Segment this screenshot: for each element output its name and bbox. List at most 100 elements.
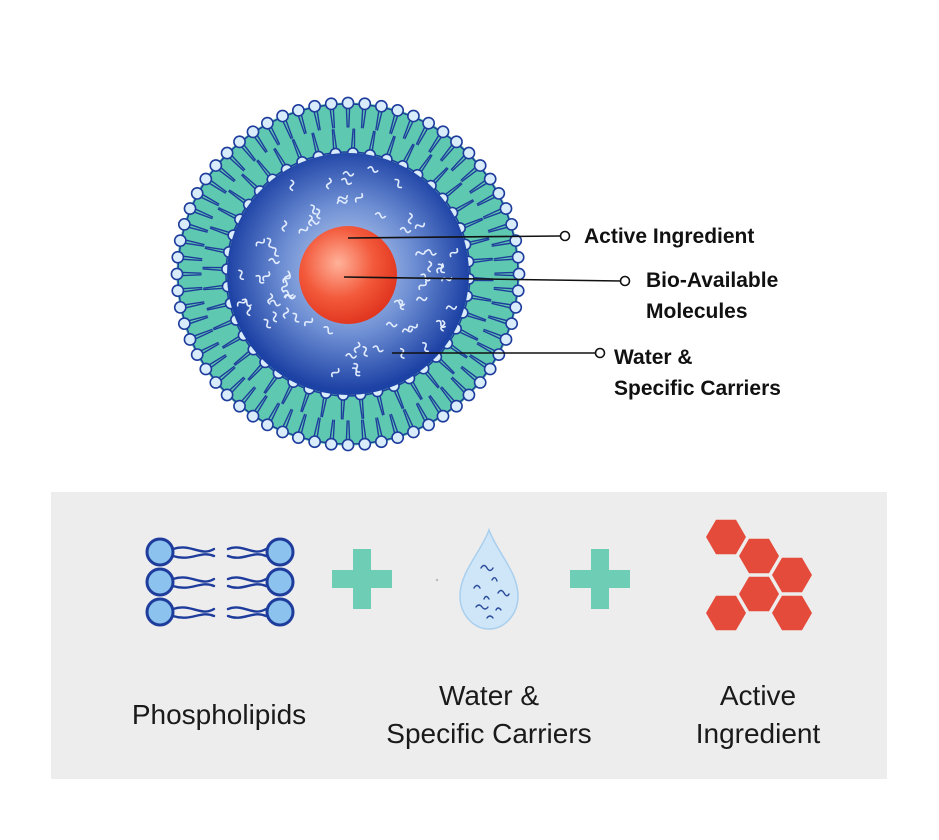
- legend-panel: Phospholipids Water & Specific Carriers …: [51, 492, 887, 779]
- phospholipid-head: [246, 409, 260, 423]
- phospholipid-head: [473, 159, 487, 172]
- phospholipid-head: [324, 437, 338, 451]
- legend-phospholipids-text: Phospholipids: [131, 699, 307, 730]
- legend-icons: [145, 519, 812, 631]
- phospholipid-head: [233, 399, 246, 413]
- phospholipid-head: [291, 103, 305, 117]
- phospholipid-head: [308, 99, 322, 113]
- legend-label-phospholipids: Phospholipids: [119, 696, 319, 734]
- membrane-tails: [181, 107, 515, 441]
- phospholipid-head: [265, 537, 295, 567]
- phospholipid-head: [473, 376, 487, 389]
- phospholipid-head: [492, 348, 506, 362]
- phospholipid-head: [260, 418, 274, 432]
- phospholipid-head: [246, 125, 260, 139]
- phospholipid-head: [509, 234, 523, 248]
- phospholipid-head: [505, 217, 519, 231]
- phospholipid-head: [499, 202, 513, 215]
- phospholipid-head: [276, 425, 289, 439]
- callout-lines: [343, 235, 622, 354]
- phospholipid-head: [209, 376, 223, 389]
- phospholipid-head: [505, 317, 519, 331]
- phospholipid-head: [220, 388, 234, 402]
- liposome-diagram: [170, 96, 631, 452]
- hexagon: [706, 519, 746, 555]
- callout-line-active: [347, 235, 561, 239]
- legend-label-water: Water & Specific Carriers: [354, 677, 624, 753]
- phospholipid-head: [199, 362, 213, 376]
- phospholipid-head: [422, 418, 436, 432]
- phospholipid-head: [199, 172, 213, 186]
- phospholipid-head: [260, 116, 274, 130]
- phospholipid-head: [391, 103, 405, 117]
- legend-water-line2: Specific Carriers: [386, 718, 592, 749]
- legend-water-line1: Water &: [438, 680, 540, 711]
- phospholipid-head: [374, 435, 388, 449]
- hexagon: [739, 538, 779, 574]
- callout-bio-line1: Bio-Available: [646, 269, 779, 292]
- phospholipid-head: [190, 348, 204, 362]
- phospholipid-head: [450, 399, 463, 413]
- phospholipid-head: [511, 250, 525, 264]
- phospholipid-head: [358, 97, 372, 111]
- plus-icon: [570, 549, 630, 609]
- phospholipid-head: [407, 425, 420, 439]
- plus-icon: [332, 549, 392, 609]
- phospholipid-head: [407, 109, 420, 123]
- callout-dots: [559, 230, 631, 359]
- water-drop-icon: [435, 527, 519, 630]
- phospholipid-head: [291, 431, 305, 445]
- phospholipid-head: [483, 172, 497, 186]
- phospholipid-head: [173, 234, 187, 248]
- callout-dot-water: [594, 347, 606, 359]
- phospholipid-head: [177, 217, 191, 231]
- carrier-squiggles: [236, 166, 459, 378]
- phospholipid-head: [509, 300, 523, 314]
- callout-water-line2: Specific Carriers: [614, 377, 781, 400]
- hexagon: [739, 576, 779, 612]
- phospholipid-head: [391, 431, 405, 445]
- phospholipid-head: [170, 267, 184, 281]
- phospholipid-head: [276, 109, 289, 123]
- phospholipid-head: [145, 537, 175, 567]
- legend-active-line2: Ingredient: [695, 718, 821, 749]
- phospholipid-head: [492, 186, 506, 200]
- phospholipid-head: [308, 435, 322, 449]
- phospholipid-head: [341, 438, 355, 452]
- phospholipid-head: [220, 146, 234, 160]
- hexagon-cluster-icon: [706, 519, 812, 631]
- legend-active-line1: Active: [719, 680, 797, 711]
- callout-label-active: Active Ingredient: [584, 221, 754, 252]
- phospholipid-head: [145, 567, 175, 597]
- phospholipid-head: [265, 597, 295, 627]
- legend-label-active: Active Ingredient: [648, 677, 868, 753]
- phospholipid-head: [374, 99, 388, 113]
- phospholipid-head: [462, 388, 476, 402]
- phospholipid-head: [190, 186, 204, 200]
- callout-label-bio: Bio-Available Molecules: [646, 265, 778, 327]
- phospholipid-bilayer-icon: [145, 537, 295, 627]
- callout-bio-line2: Molecules: [646, 300, 748, 323]
- active-ingredient-ball: [299, 226, 397, 324]
- phospholipid-head: [183, 202, 197, 215]
- hexagon: [706, 595, 746, 631]
- phospholipid-head: [341, 96, 355, 110]
- phospholipid-head: [499, 333, 513, 346]
- phospholipid-head: [436, 125, 450, 139]
- phospholipid-head: [177, 317, 191, 331]
- phospholipid-head: [265, 567, 295, 597]
- phospholipid-head: [450, 135, 463, 149]
- phospholipid-head: [233, 135, 246, 149]
- callout-dot-active: [559, 230, 571, 242]
- hexagon: [772, 557, 812, 593]
- phospholipid-head: [171, 284, 185, 298]
- hexagon: [772, 595, 812, 631]
- callout-line-bio: [343, 276, 622, 282]
- phospholipid-head: [183, 333, 197, 346]
- phospholipid-head: [209, 159, 223, 172]
- phospholipid-head: [173, 300, 187, 314]
- phospholipid-head: [324, 97, 338, 111]
- callout-water-line1: Water &: [614, 346, 693, 369]
- phospholipid-head: [145, 597, 175, 627]
- membrane-ring: [176, 102, 520, 446]
